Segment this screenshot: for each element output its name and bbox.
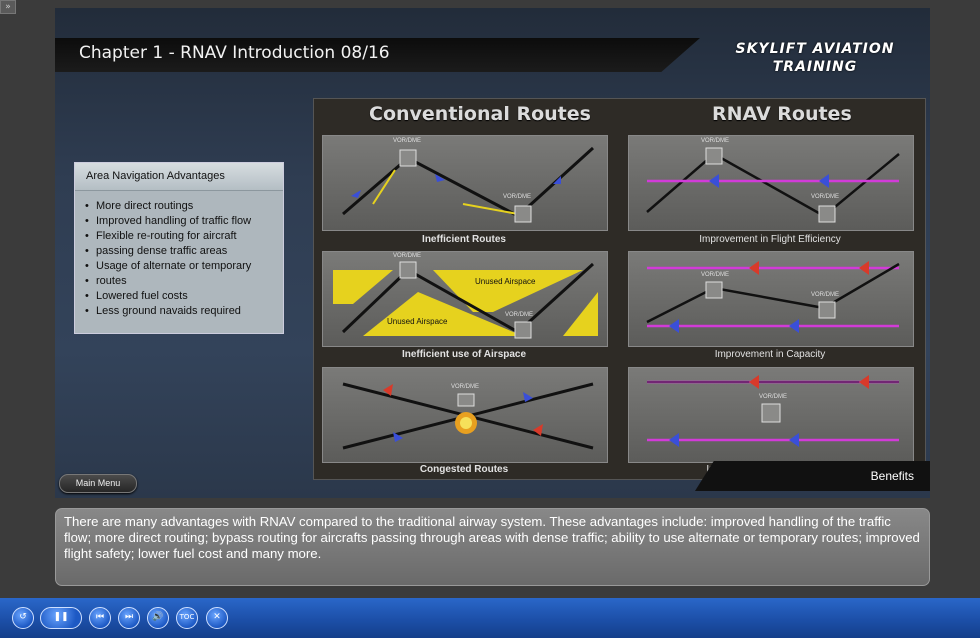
- inefficient-routes-graphic: [342, 146, 595, 223]
- congested-routes-graphic: [342, 382, 594, 450]
- toc-button[interactable]: TOC: [176, 607, 198, 629]
- vor-label: VOR/DME: [503, 194, 532, 200]
- pause-button[interactable]: ❚❚: [40, 607, 82, 629]
- conventional-routes-heading: Conventional Routes: [369, 103, 591, 125]
- expand-corner-icon[interactable]: »: [0, 0, 16, 14]
- flight-efficiency-panel: VOR/DME VOR/DME: [628, 135, 914, 231]
- list-item: Usage of alternate or temporary: [85, 259, 283, 274]
- logo-line-2: TRAINING: [772, 59, 858, 75]
- flight-safety-graphic: [647, 375, 899, 447]
- vor-label: VOR/DME: [393, 138, 422, 144]
- rnav-routes-heading: RNAV Routes: [712, 103, 852, 125]
- vor-label: VOR/DME: [701, 138, 730, 144]
- congested-routes-panel: VOR/DME: [322, 367, 608, 463]
- inefficient-airspace-panel: VOR/DME VOR/DME Unused Airspace Unused A…: [322, 251, 608, 347]
- unused-airspace-label: Unused Airspace: [475, 277, 536, 286]
- list-item: More direct routings: [85, 199, 283, 214]
- chapter-title: Chapter 1 - RNAV Introduction 08/16: [79, 43, 390, 63]
- volume-button[interactable]: 🔊: [147, 607, 169, 629]
- advantages-box: Area Navigation Advantages More direct r…: [74, 162, 284, 334]
- slide-stage: Chapter 1 - RNAV Introduction 08/16 SKYL…: [55, 8, 930, 498]
- list-item: Less ground navaids required: [85, 304, 283, 319]
- replay-button[interactable]: ↺: [12, 607, 34, 629]
- benefits-tab[interactable]: Benefits: [695, 461, 930, 491]
- caption-capacity: Improvement in Capacity: [714, 349, 826, 360]
- list-item-continuation: passing dense traffic areas: [85, 244, 283, 259]
- vor-label: VOR/DME: [451, 384, 480, 390]
- caption-inefficient-routes: Inefficient Routes: [422, 234, 506, 245]
- skylift-logo: SKYLIFT AVIATION TRAINING: [717, 40, 913, 76]
- advantages-heading: Area Navigation Advantages: [75, 163, 283, 191]
- logo-line-1: SKYLIFT AVIATION: [735, 41, 895, 57]
- caption-congested-routes: Congested Routes: [419, 464, 509, 475]
- capacity-graphic: [646, 261, 900, 333]
- title-bar: Chapter 1 - RNAV Introduction 08/16: [55, 38, 700, 72]
- flight-efficiency-graphic: [646, 147, 900, 223]
- list-item: Flexible re-routing for aircraft: [85, 229, 283, 244]
- vor-label: VOR/DME: [759, 394, 788, 400]
- flight-safety-panel: VOR/DME: [628, 367, 914, 463]
- list-item: Lowered fuel costs: [85, 289, 283, 304]
- inefficient-routes-panel: VOR/DME VOR/DME: [322, 135, 608, 231]
- next-button[interactable]: ⏭: [118, 607, 140, 629]
- previous-button[interactable]: ⏮: [89, 607, 111, 629]
- narration-box: There are many advantages with RNAV comp…: [55, 508, 930, 586]
- caption-inefficient-airspace: Inefficient use of Airspace: [401, 349, 527, 360]
- vor-label: VOR/DME: [811, 292, 840, 298]
- list-item: Improved handling of traffic flow: [85, 214, 283, 229]
- caption-flight-efficiency: Improvement in Flight Efficiency: [699, 234, 841, 245]
- vor-label: VOR/DME: [701, 272, 730, 278]
- vor-label: VOR/DME: [505, 312, 534, 318]
- main-menu-button[interactable]: Main Menu: [59, 474, 137, 493]
- player-toolbar: ↺ ❚❚ ⏮ ⏭ 🔊 TOC ✕: [0, 598, 980, 638]
- capacity-panel: VOR/DME VOR/DME: [628, 251, 914, 347]
- unused-airspace-label: Unused Airspace: [387, 317, 448, 326]
- routes-diagram: Conventional Routes RNAV Routes VOR/DME …: [313, 98, 926, 480]
- advantages-list: More direct routings Improved handling o…: [75, 199, 283, 319]
- vor-label: VOR/DME: [393, 253, 422, 259]
- inefficient-airspace-graphic: [333, 261, 598, 339]
- list-item-continuation: routes: [85, 274, 283, 289]
- narration-text: There are many advantages with RNAV comp…: [64, 514, 920, 561]
- close-button[interactable]: ✕: [206, 607, 228, 629]
- benefits-label: Benefits: [870, 469, 914, 483]
- vor-label: VOR/DME: [811, 194, 840, 200]
